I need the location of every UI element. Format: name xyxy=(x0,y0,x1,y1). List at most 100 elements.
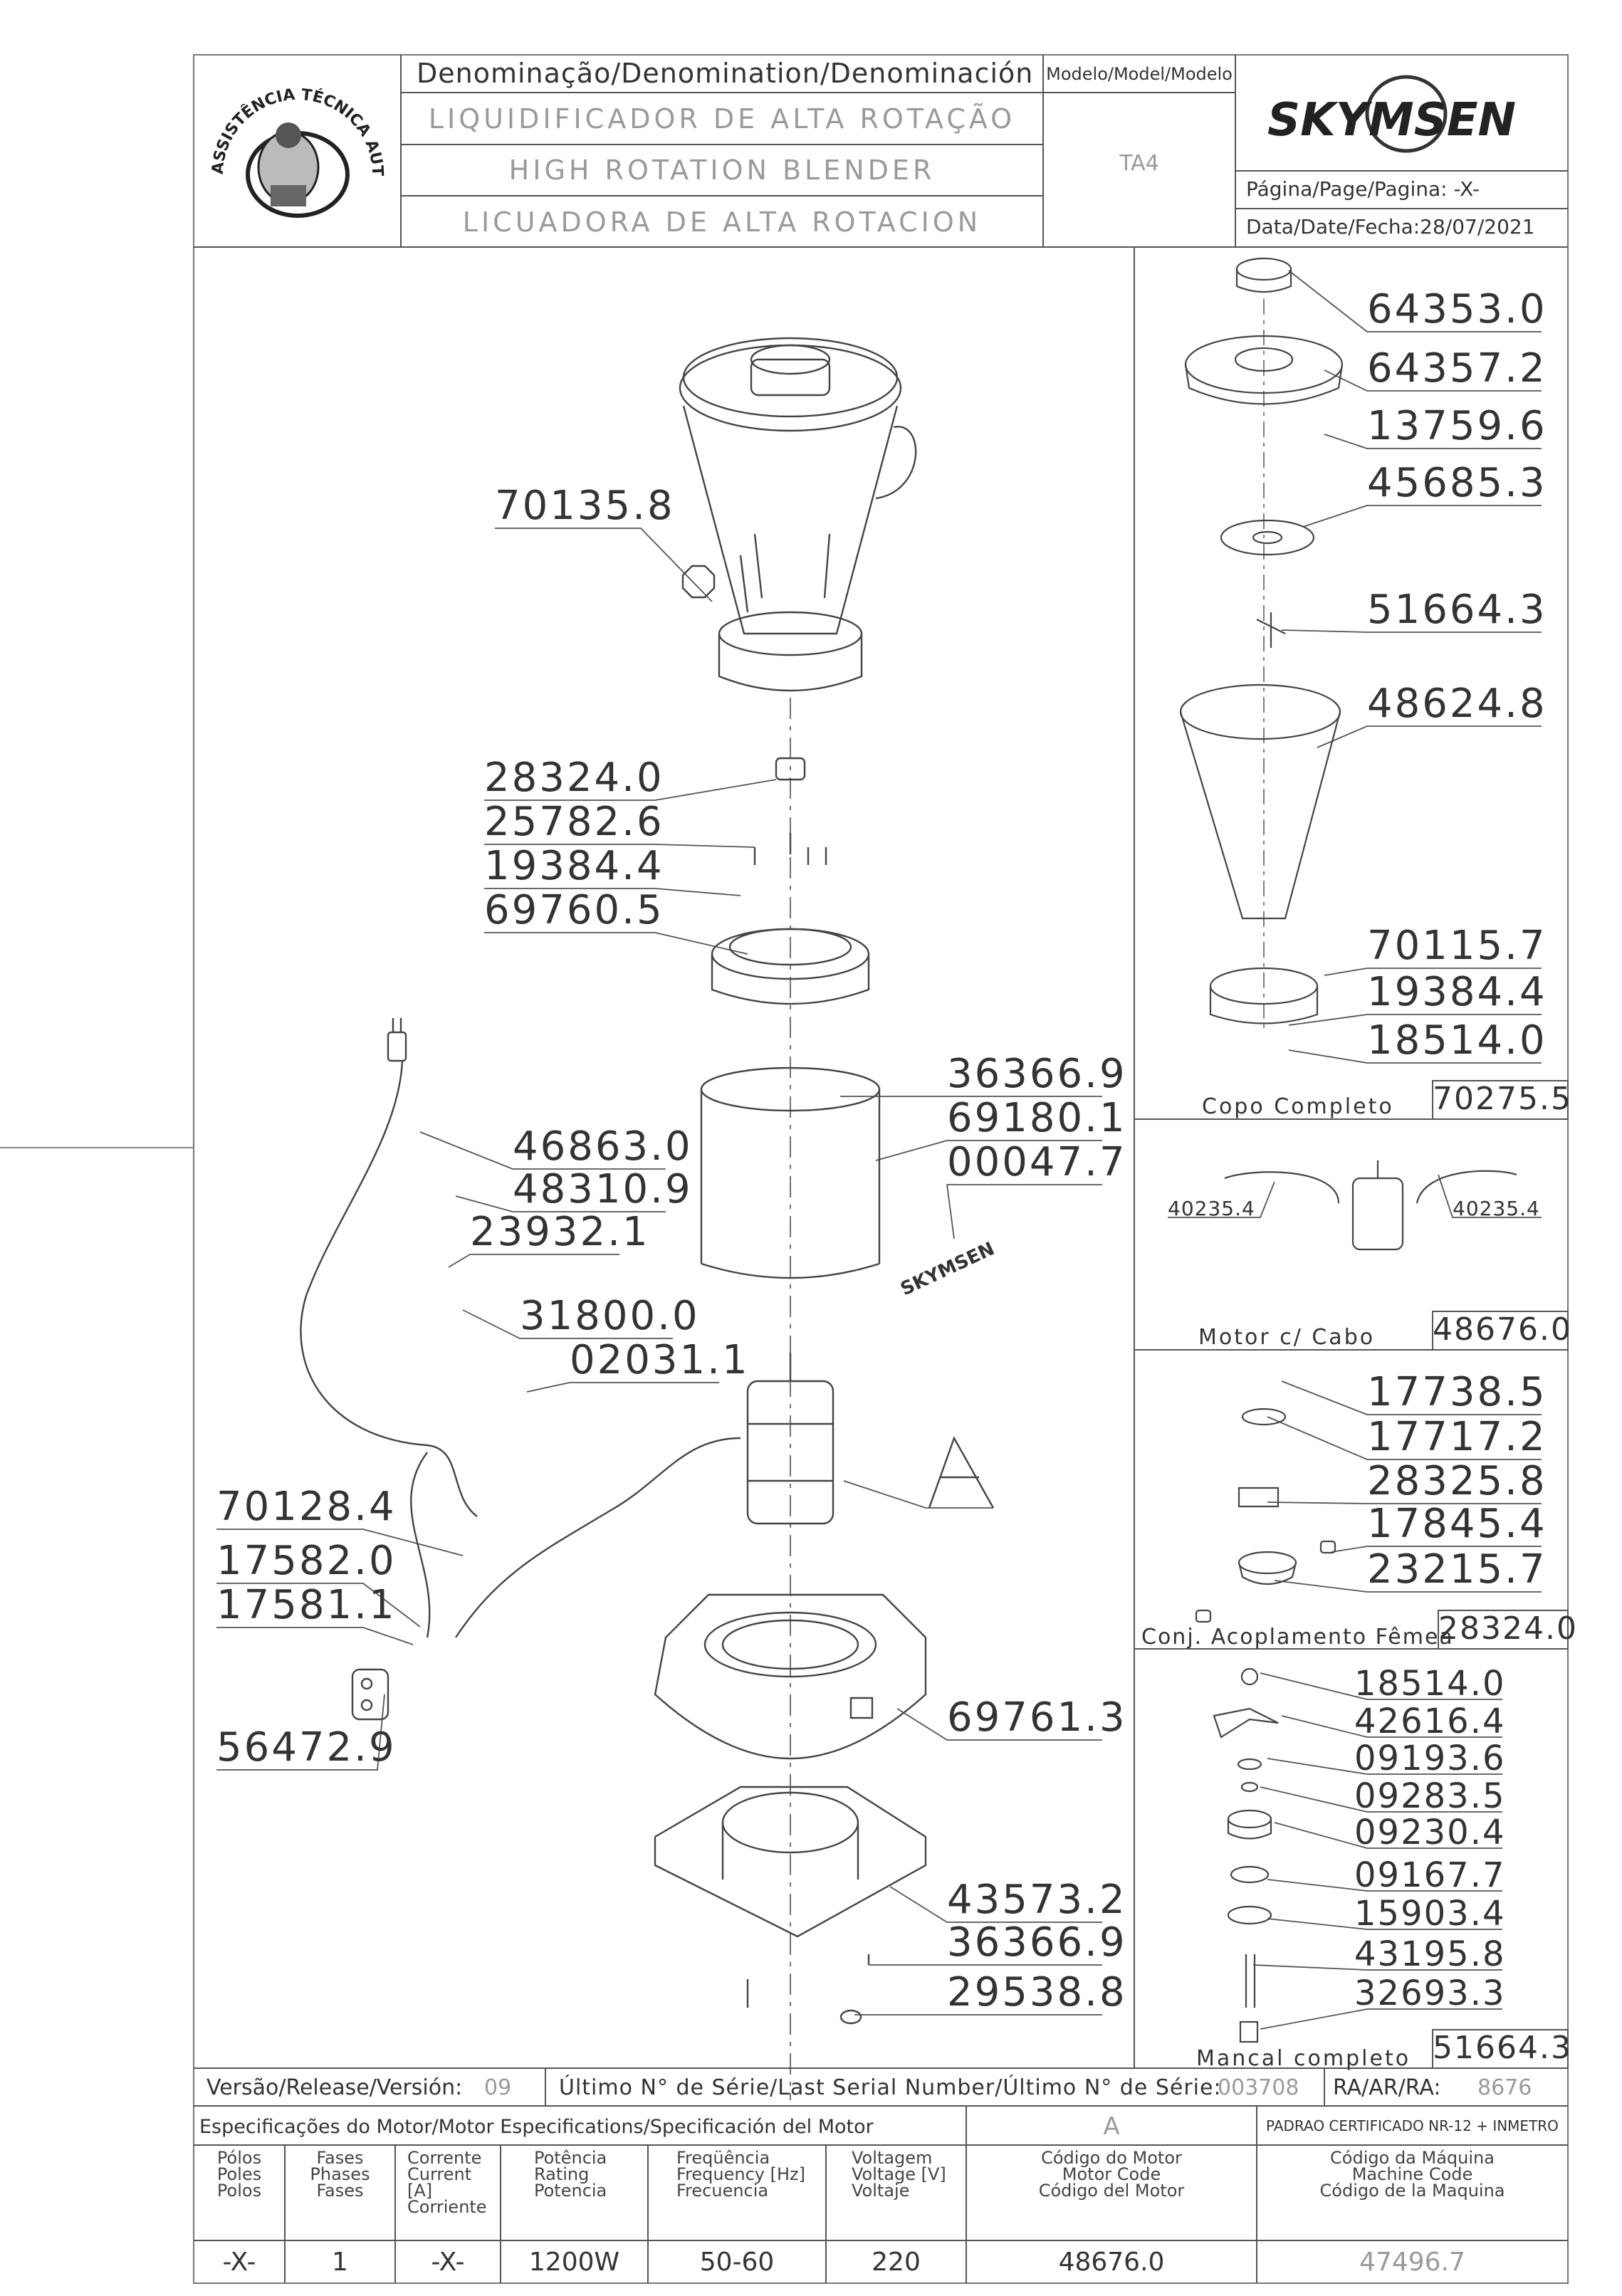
copo-part-label: 45685.3 xyxy=(1367,460,1547,506)
denomination-label: Denominação/Denomination/Denominación xyxy=(417,58,1034,89)
spec-header-line: Polos xyxy=(216,2181,262,2201)
spec-header-line: Fases xyxy=(316,2148,364,2168)
spec-header-line: Código de la Maquina xyxy=(1319,2181,1505,2201)
model-value: TA4 xyxy=(1119,151,1159,176)
part-label: 29538.8 xyxy=(947,1969,1127,2015)
spec-header-line: Current [A] xyxy=(407,2164,472,2201)
motor-cable-label-left: 40235.4 xyxy=(1168,1197,1255,1220)
spec-value-phases: 1 xyxy=(332,2248,348,2277)
spec-header-line: Voltagem xyxy=(852,2148,933,2168)
copo-part-label: 13759.6 xyxy=(1367,403,1547,449)
copo-title: Copo Completo xyxy=(1202,1094,1394,1119)
spec-header-line: Freqüência xyxy=(676,2148,770,2168)
coupling-code: 28324.0 xyxy=(1438,1610,1578,1647)
certification-label: PADRAO CERTIFICADO NR-12 + INMETRO xyxy=(1266,2117,1559,2134)
copo-part-label: 64357.2 xyxy=(1367,345,1547,392)
spec-header-frequency: Freqüência Frequency [Hz] Frecuencia xyxy=(676,2148,826,2201)
bearing-code: 51664.3 xyxy=(1433,2030,1572,2066)
part-label: 69180.1 xyxy=(947,1095,1127,1141)
bearing-part-label: 09167.7 xyxy=(1354,1855,1506,1895)
copo-code: 70275.5 xyxy=(1433,1081,1572,1117)
part-label: 28324.0 xyxy=(484,755,664,801)
spec-header-line: Pólos xyxy=(216,2148,262,2168)
spec-header-line: Phases xyxy=(310,2164,370,2184)
spec-value-current: -X- xyxy=(431,2248,465,2277)
part-label: 17581.1 xyxy=(216,1582,397,1628)
svg-text:SKYMSEN: SKYMSEN xyxy=(897,1238,998,1300)
spec-value-rating: 1200W xyxy=(528,2248,620,2277)
part-label: 56472.9 xyxy=(216,1724,397,1771)
motor-spec-a: A xyxy=(1103,2112,1120,2141)
motor-title: Motor c/ Cabo xyxy=(1198,1325,1376,1350)
spec-header-line: Fases xyxy=(316,2181,364,2201)
coupling-part-label: 28325.8 xyxy=(1367,1458,1547,1504)
serial-label: Último N° de Série/Last Serial Number/Úl… xyxy=(559,2075,1222,2100)
spec-value-poles: -X- xyxy=(222,2248,256,2277)
bearing-part-label: 43195.8 xyxy=(1354,1934,1506,1974)
part-label: 25782.6 xyxy=(484,799,664,845)
spec-value-frequency: 50-60 xyxy=(699,2248,775,2277)
model-label: Modelo/Model/Modelo xyxy=(1046,64,1233,84)
spec-header-line: Código del Motor xyxy=(1038,2181,1185,2201)
spec-header-line: Frecuencia xyxy=(676,2181,769,2201)
copo-part-label: 51664.3 xyxy=(1367,587,1547,633)
authorized-service-seal-logo: ASSISTÊNCIA TÉCNICA AUTORIZADA xyxy=(203,68,392,238)
spec-header-line: Código da Máquina xyxy=(1330,2148,1495,2168)
coupling-part-label: 17717.2 xyxy=(1367,1414,1547,1460)
part-label: 17582.0 xyxy=(216,1538,397,1584)
copo-part-label: 48624.8 xyxy=(1367,681,1547,727)
spec-value-motor-code: 48676.0 xyxy=(1058,2248,1165,2277)
spec-header-line: Corriente xyxy=(407,2197,487,2217)
part-label: 23932.1 xyxy=(470,1209,650,1255)
part-label: 36366.9 xyxy=(947,1051,1127,1097)
coupling-part-label: 17738.5 xyxy=(1367,1369,1547,1415)
spec-header-current: Corrente Current [A] Corriente xyxy=(407,2148,501,2217)
spec-header-poles: Pólos Poles Polos xyxy=(194,2148,285,2201)
serial-value: 003708 xyxy=(1218,2075,1299,2100)
coupling-part-label: 23215.7 xyxy=(1367,1546,1547,1593)
spec-header-machine-code: Código da Máquina Machine Code Código de… xyxy=(1257,2148,1568,2201)
spec-value-voltage: 220 xyxy=(872,2248,921,2277)
product-name-pt: LIQUIDIFICADOR DE ALTA ROTAÇÃO xyxy=(428,103,1016,135)
part-label: 36366.9 xyxy=(947,1919,1127,1966)
spec-header-voltage: Voltagem Voltage [V] Voltaje xyxy=(852,2148,966,2201)
ra-label: RA/AR/RA: xyxy=(1333,2075,1441,2100)
motor-code: 48676.0 xyxy=(1433,1311,1572,1348)
part-label: 48310.9 xyxy=(513,1166,693,1212)
spec-header-line: Corrente xyxy=(407,2148,482,2168)
spec-value-machine-code: 47496.7 xyxy=(1359,2248,1465,2277)
motor-callout-a: A xyxy=(931,1431,990,1516)
brand-logo: SKYMSEN xyxy=(1253,68,1552,160)
bearing-part-label: 32693.3 xyxy=(1354,1973,1506,2013)
date-label: Data/Date/Fecha:28/07/2021 xyxy=(1246,215,1535,238)
motor-spec-title: Especificações do Motor/Motor Especifica… xyxy=(199,2116,874,2138)
copo-part-label: 19384.4 xyxy=(1367,969,1547,1015)
bearing-part-label: 15903.4 xyxy=(1354,1894,1506,1934)
spec-header-phases: Fases Phases Fases xyxy=(285,2148,395,2201)
bearing-part-label: 09283.5 xyxy=(1354,1776,1506,1816)
bearing-title: Mancal completo xyxy=(1196,2046,1411,2071)
spec-header-line: Voltaje xyxy=(852,2181,910,2201)
spec-header-rating: Potência Rating Potencia xyxy=(534,2148,648,2199)
part-label: 70135.8 xyxy=(495,483,675,529)
part-label: 02031.1 xyxy=(570,1337,750,1383)
copo-part-label: 64353.0 xyxy=(1367,286,1547,332)
coupling-part-label: 17845.4 xyxy=(1367,1501,1547,1547)
part-label: 00047.7 xyxy=(947,1139,1127,1185)
copo-part-label: 70115.7 xyxy=(1367,923,1547,969)
spec-header-line: Machine Code xyxy=(1351,2164,1473,2184)
part-label: 69760.5 xyxy=(484,887,664,933)
coupling-title: Conj. Acoplamento Fêmea xyxy=(1141,1625,1454,1650)
product-name-es: LICUADORA DE ALTA ROTACION xyxy=(462,206,982,238)
spec-header-line: Rating xyxy=(534,2164,590,2184)
part-label: 70128.4 xyxy=(216,1484,397,1530)
part-label: 19384.4 xyxy=(484,843,664,889)
part-label: 43573.2 xyxy=(947,1877,1127,1923)
part-label: 31800.0 xyxy=(520,1293,700,1339)
spec-header-motor-code: Código do Motor Motor Code Código del Mo… xyxy=(966,2149,1257,2201)
bearing-part-label: 42616.4 xyxy=(1354,1702,1506,1741)
spec-header-line: Potência xyxy=(534,2148,607,2168)
motor-cable-label-right: 40235.4 xyxy=(1453,1197,1540,1220)
svg-text:SKYMSEN: SKYMSEN xyxy=(1267,94,1516,147)
